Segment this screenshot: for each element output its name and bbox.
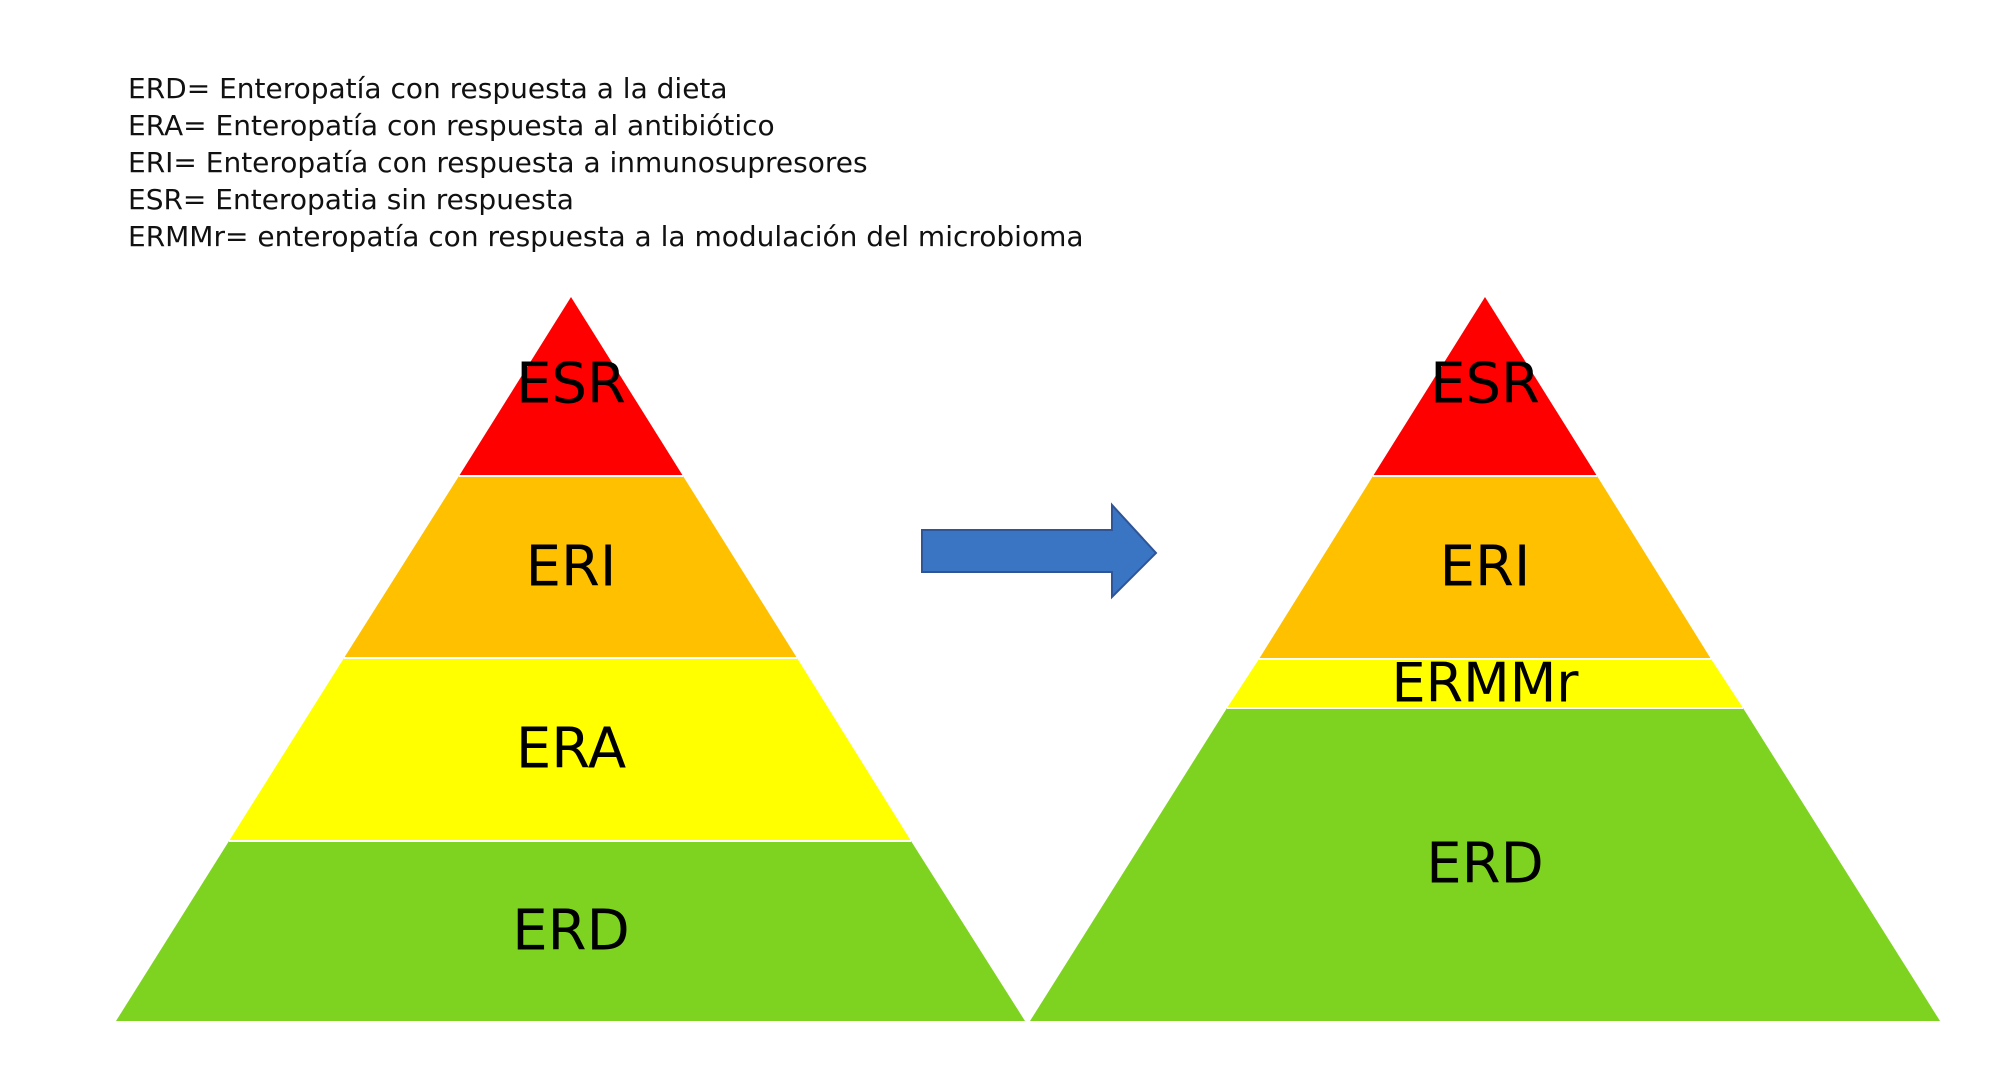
pyramid-after-level-eri [1259, 476, 1711, 659]
pyramid-after-label-erd: ERD [1426, 832, 1543, 897]
legend-item-ermmr: ERMMr= enteropatía con respuesta a la mo… [128, 220, 1084, 253]
pyramid-after-label-esr: ESR [1430, 352, 1540, 417]
pyramid-after-level-esr [1373, 297, 1597, 476]
legend: ERD= Enteropatía con respuesta a la diet… [128, 70, 1084, 255]
pyramid-before-label-erd: ERD [512, 899, 629, 964]
pyramid-before-level-era [229, 658, 911, 841]
pyramid-after-label-eri: ERI [1440, 535, 1531, 600]
legend-item-eri: ERI= Enteropatía con respuesta a inmunos… [128, 146, 868, 179]
pyramid-after-label-ermmr: ERMMr [1391, 652, 1579, 715]
pyramid-before-label-era: ERA [516, 717, 626, 782]
right-arrow-icon [921, 502, 1158, 600]
pyramid-before-level-esr [459, 297, 683, 476]
pyramid-before: ESR ERI ERA ERD [116, 297, 1025, 1021]
pyramid-before-label-eri: ERI [526, 535, 617, 600]
pyramid-after: ESR ERI ERMMr ERD [1030, 297, 1940, 1021]
pyramid-after-level-erd [1030, 708, 1940, 1021]
pyramid-before-label-esr: ESR [516, 352, 626, 417]
legend-item-erd: ERD= Enteropatía con respuesta a la diet… [128, 72, 728, 105]
pyramid-after-level-ermmr [1227, 659, 1743, 708]
legend-item-era: ERA= Enteropatía con respuesta al antibi… [128, 109, 775, 142]
pyramid-before-level-erd [116, 841, 1025, 1021]
legend-item-esr: ESR= Enteropatia sin respuesta [128, 183, 574, 216]
pyramid-before-level-eri [344, 476, 797, 658]
